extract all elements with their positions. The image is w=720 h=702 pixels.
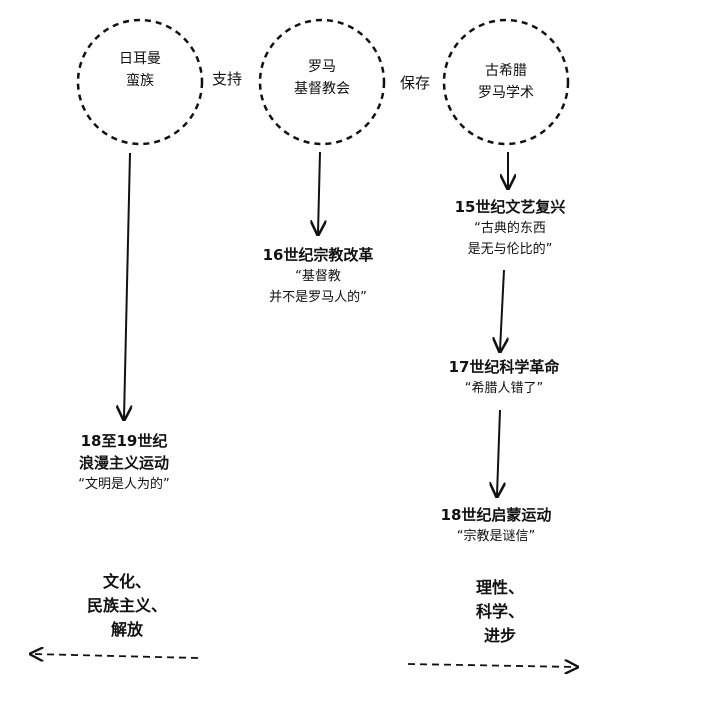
node-reformation: 16世纪宗教改革 “基督教 并不是罗马人的” — [228, 244, 408, 308]
node-romanticism-quote-line-1: “文明是人为的” — [78, 477, 170, 492]
outcome-right-line-3: 进步 — [483, 626, 516, 645]
edge-label-preserve: 保存 — [400, 74, 431, 92]
arrow-scientific-to-enlightenment — [497, 409, 500, 495]
arrow-renaissance-to-scientific — [500, 269, 504, 350]
outcome-left-line-1: 文化、 — [102, 572, 151, 591]
edge-label-support: 支持 — [212, 70, 243, 88]
circle-church-label: 罗马 基督教会 — [272, 56, 372, 100]
node-reformation-quote-line-1: “基督教 — [295, 269, 341, 284]
node-enlightenment: 18世纪启蒙运动 “宗教是谜信” — [406, 504, 586, 547]
node-reformation-quote-line-2: 并不是罗马人的” — [269, 290, 367, 305]
outcome-right-line-1: 理性、 — [475, 578, 524, 597]
circle-church-line-2: 基督教会 — [294, 81, 350, 97]
node-reformation-quote: “基督教 并不是罗马人的” — [228, 266, 408, 308]
arrow-left-outcome — [32, 654, 199, 658]
outcome-left: 文化、 民族主义、 解放 — [62, 570, 192, 642]
node-romanticism-title-line-1: 18至19世纪 — [80, 432, 168, 450]
node-renaissance-quote-line-1: “古典的东西 — [474, 221, 546, 236]
node-enlightenment-quote-line-1: “宗教是谜信” — [456, 529, 536, 544]
node-romanticism-title-line-2: 浪漫主义运动 — [78, 454, 169, 472]
node-scientific-quote: “希腊人错了” — [414, 378, 594, 399]
circle-classical — [442, 18, 570, 146]
circle-germanic-line-1: 日耳曼 — [119, 51, 161, 67]
node-enlightenment-quote: “宗教是谜信” — [406, 526, 586, 547]
circle-classical-label: 古希腊 罗马学术 — [456, 60, 556, 104]
node-renaissance-quote: “古典的东西 是无与伦比的” — [420, 218, 600, 260]
node-scientific-quote-line-1: “希腊人错了” — [464, 381, 544, 396]
node-renaissance: 15世纪文艺复兴 “古典的东西 是无与伦比的” — [420, 196, 600, 260]
outcome-left-line-2: 民族主义、 — [86, 596, 167, 615]
circle-germanic-line-2: 蛮族 — [126, 73, 154, 89]
node-scientific-title: 17世纪科学革命 — [448, 358, 560, 376]
node-romanticism: 18至19世纪 浪漫主义运动 “文明是人为的” — [44, 430, 204, 495]
node-romanticism-quote: “文明是人为的” — [44, 474, 204, 495]
arrow-right-outcome — [407, 664, 576, 667]
circle-classical-line-2: 罗马学术 — [478, 85, 534, 101]
arrow-church-to-reformation — [318, 151, 320, 233]
circle-church — [258, 18, 386, 146]
circle-germanic — [76, 18, 204, 146]
circle-classical-line-1: 古希腊 — [485, 63, 527, 79]
circle-church-line-1: 罗马 — [308, 59, 336, 75]
arrow-germanic-to-romanticism — [124, 152, 130, 418]
circle-germanic-label: 日耳曼 蛮族 — [90, 48, 190, 92]
node-romanticism-title: 18至19世纪 浪漫主义运动 — [44, 430, 204, 474]
node-reformation-title: 16世纪宗教改革 — [262, 246, 374, 264]
node-renaissance-title: 15世纪文艺复兴 — [454, 198, 566, 216]
node-scientific: 17世纪科学革命 “希腊人错了” — [414, 356, 594, 399]
outcome-right-line-2: 科学、 — [475, 602, 524, 621]
outcome-right: 理性、 科学、 进步 — [440, 576, 560, 648]
outcome-left-line-3: 解放 — [110, 620, 143, 639]
node-enlightenment-title: 18世纪启蒙运动 — [440, 506, 552, 524]
node-renaissance-quote-line-2: 是无与伦比的” — [467, 242, 553, 257]
